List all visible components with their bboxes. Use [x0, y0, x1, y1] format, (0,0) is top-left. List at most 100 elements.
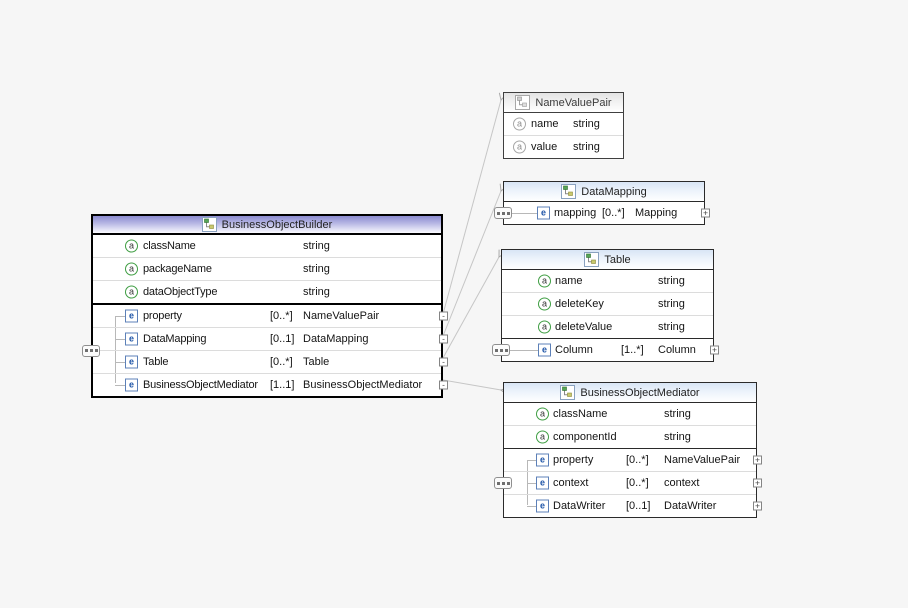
element-icon: e	[536, 499, 549, 513]
attribute-row[interactable]: a packageName string	[93, 258, 441, 281]
attribute-type: string	[664, 408, 691, 420]
collapse-button[interactable]: -	[439, 357, 448, 367]
element-type: Mapping	[635, 207, 678, 219]
complex-type-icon	[561, 184, 577, 199]
class-box-data-mapping[interactable]: DataMapping e mapping [0..*] Mapping +	[494, 181, 710, 225]
attribute-type: string	[658, 275, 685, 287]
box-header[interactable]: Table	[502, 250, 713, 270]
box-header[interactable]: BusinessObjectMediator	[504, 383, 756, 403]
attributes-compartment: a className string a componentId string	[504, 403, 756, 448]
attribute-row[interactable]: a deleteValue string	[502, 316, 713, 338]
element-row[interactable]: e mapping [0..*] Mapping +	[494, 202, 710, 224]
complex-type-icon	[560, 385, 576, 400]
box-header[interactable]: NameValuePair	[504, 93, 623, 113]
elements-compartment: e property [0..*] NameValuePair - e Data…	[82, 303, 448, 396]
attribute-row[interactable]: a deleteKey string	[502, 293, 713, 316]
connector-datamapping-to-datamapping	[442, 183, 507, 337]
expand-button[interactable]: +	[701, 208, 710, 218]
expand-button[interactable]: +	[753, 501, 762, 511]
attribute-name: componentId	[553, 431, 617, 443]
attribute-icon: a	[538, 320, 551, 334]
attribute-row[interactable]: a name string	[502, 270, 713, 293]
attribute-type: string	[658, 298, 685, 310]
element-cardinality: [0..*]	[626, 477, 649, 489]
element-type: NameValuePair	[303, 310, 380, 322]
attributes-compartment: a name string a deleteKey string a delet…	[502, 270, 713, 338]
class-box-table[interactable]: Table a name string a deleteKey string a…	[492, 249, 719, 362]
sequence-tree-line	[115, 316, 116, 383]
expand-button[interactable]: +	[753, 455, 762, 465]
element-type: Table	[303, 356, 330, 368]
collapse-button[interactable]: -	[439, 311, 448, 321]
element-row[interactable]: e context [0..*] context +	[504, 472, 762, 495]
element-cardinality: [0..1]	[270, 333, 295, 345]
attribute-icon: a	[125, 262, 138, 276]
element-row[interactable]: e Column [1..*] Column +	[492, 339, 719, 361]
sequence-icon[interactable]	[494, 207, 512, 219]
attribute-row[interactable]: a value string	[504, 136, 623, 158]
box-title: BusinessObjectBuilder	[221, 218, 333, 231]
attribute-type: string	[573, 141, 600, 153]
attribute-name: className	[553, 408, 608, 420]
element-row[interactable]: e DataMapping [0..1] DataMapping -	[93, 328, 448, 351]
connector-table-to-table	[442, 249, 506, 359]
class-box-business-object-mediator[interactable]: BusinessObjectMediator a className strin…	[494, 382, 762, 518]
attribute-row[interactable]: a className string	[93, 235, 441, 258]
element-cardinality: [0..1]	[626, 500, 651, 512]
attribute-icon: a	[125, 239, 138, 253]
attribute-icon: a	[536, 407, 549, 421]
elements-compartment: e Column [1..*] Column +	[492, 338, 719, 361]
expand-button[interactable]: +	[710, 345, 719, 355]
attribute-row[interactable]: a dataObjectType string	[93, 281, 441, 303]
element-cardinality: [0..*]	[270, 356, 293, 368]
element-icon: e	[536, 476, 549, 490]
sequence-icon[interactable]	[494, 477, 512, 489]
attribute-row[interactable]: a name string	[504, 113, 623, 136]
element-row[interactable]: e property [0..*] NameValuePair -	[93, 305, 448, 328]
connector-property-to-namevaluepair	[442, 92, 507, 315]
box-title: BusinessObjectMediator	[580, 386, 700, 399]
sequence-icon[interactable]	[492, 344, 510, 356]
element-name: DataMapping	[143, 333, 207, 345]
element-name: mapping	[554, 207, 597, 219]
element-row[interactable]: e Table [0..*] Table -	[93, 351, 448, 374]
attribute-icon: a	[125, 285, 138, 299]
collapse-button[interactable]: -	[439, 380, 448, 390]
element-cardinality: [1..1]	[270, 379, 295, 391]
attributes-compartment: a className string a packageName string …	[93, 235, 441, 303]
box-header[interactable]: BusinessObjectBuilder	[93, 216, 441, 235]
expand-button[interactable]: +	[753, 478, 762, 488]
elements-compartment: e mapping [0..*] Mapping +	[494, 202, 710, 224]
element-row[interactable]: e property [0..*] NameValuePair +	[504, 449, 762, 472]
attribute-icon: a	[538, 274, 551, 288]
element-name: Column	[555, 344, 593, 356]
sequence-icon[interactable]	[82, 344, 100, 357]
element-name: property	[553, 454, 594, 466]
collapse-button[interactable]: -	[439, 334, 448, 344]
class-box-business-object-builder[interactable]: BusinessObjectBuilder a className string…	[82, 214, 448, 398]
element-type: context	[664, 477, 700, 489]
element-name: BusinessObjectMediator	[143, 379, 258, 391]
attributes-compartment: a name string a value string	[504, 113, 623, 158]
element-name: context	[553, 477, 589, 489]
element-name: Table	[143, 356, 169, 368]
class-box-name-value-pair[interactable]: NameValuePair a name string a value stri…	[503, 92, 624, 159]
attribute-name: name	[555, 275, 583, 287]
element-row[interactable]: e DataWriter [0..1] DataWriter +	[504, 495, 762, 517]
box-title: NameValuePair	[535, 96, 612, 109]
elements-compartment: e property [0..*] NameValuePair + e cont…	[494, 448, 762, 517]
complex-type-icon	[584, 252, 600, 267]
element-icon: e	[125, 332, 138, 346]
element-icon: e	[125, 355, 138, 369]
attribute-type: string	[303, 286, 330, 298]
element-icon: e	[537, 206, 550, 220]
box-title: Table	[604, 253, 631, 266]
attribute-row[interactable]: a componentId string	[504, 426, 756, 448]
attribute-type: string	[573, 118, 600, 130]
attribute-name: name	[531, 118, 559, 130]
box-header[interactable]: DataMapping	[504, 182, 704, 202]
attribute-type: string	[658, 321, 685, 333]
attribute-row[interactable]: a className string	[504, 403, 756, 426]
element-row[interactable]: e BusinessObjectMediator [1..1] Business…	[93, 374, 448, 396]
